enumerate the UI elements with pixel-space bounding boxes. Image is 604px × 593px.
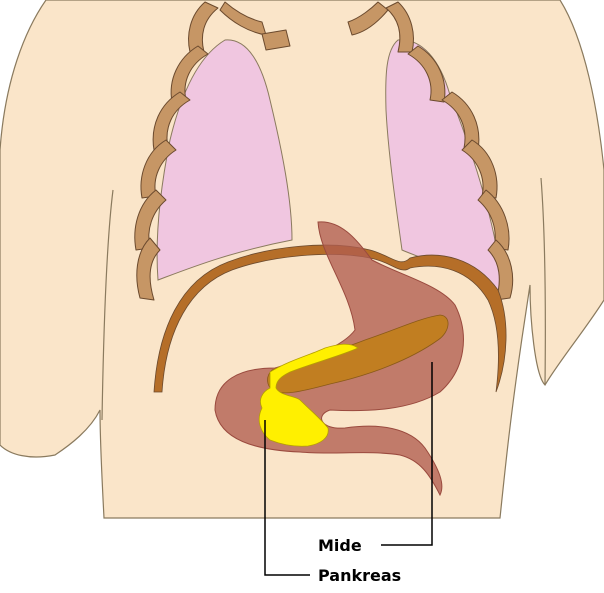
stomach-label: Mide bbox=[318, 536, 362, 555]
pancreas-label: Pankreas bbox=[318, 566, 401, 585]
rib bbox=[262, 30, 290, 50]
